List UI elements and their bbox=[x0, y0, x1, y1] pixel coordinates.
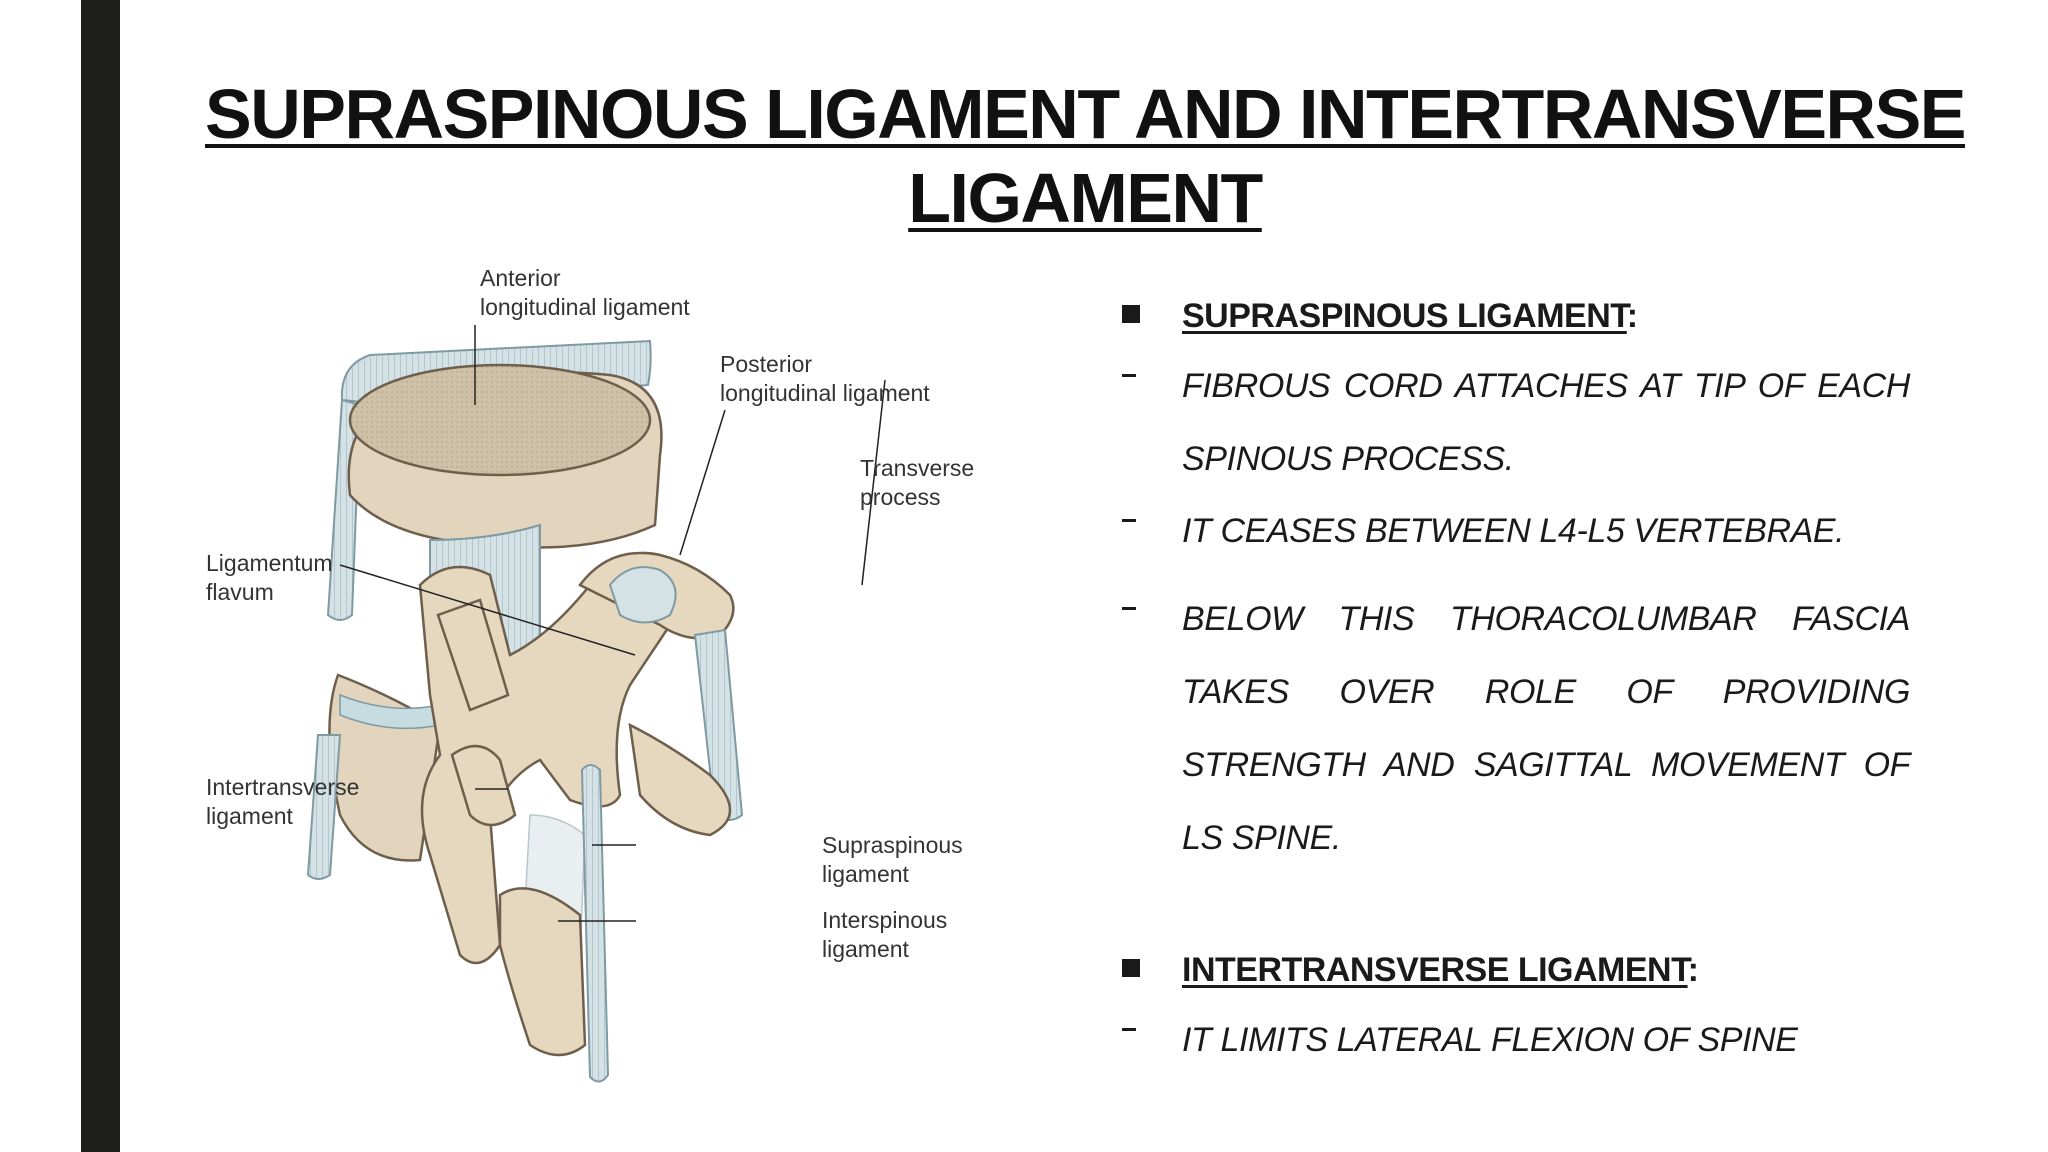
section-heading-intertransverse: INTERTRANSVERSE LIGAMENT: bbox=[1110, 944, 1910, 996]
list-item: FIBROUS CORD ATTACHES AT TIP OF EACH SPI… bbox=[1110, 350, 1910, 496]
leader-flavum bbox=[339, 564, 636, 656]
label-supraspinous-1: Supraspinous bbox=[822, 832, 963, 858]
heading-supraspinous: SUPRASPINOUS LIGAMENT bbox=[1182, 297, 1627, 335]
heading-colon: : bbox=[1687, 951, 1699, 989]
label-interspinous-2: ligament bbox=[822, 936, 910, 962]
spinous-process bbox=[498, 887, 587, 1057]
bullet-dash bbox=[1110, 583, 1182, 875]
list-item: IT LIMITS LATERAL FLEXION OF SPINE bbox=[1110, 1004, 1910, 1077]
heading-intertransverse: INTERTRANSVERSE LIGAMENT bbox=[1182, 951, 1688, 989]
leader-transverse bbox=[861, 379, 886, 586]
label-interspinous-1: Interspinous bbox=[822, 907, 947, 933]
label-intertransverse-1: Intertransverse bbox=[206, 774, 359, 800]
point-text: BELOW THIS THORACOLUMBAR FASCIA TAKES OV… bbox=[1182, 600, 1910, 857]
slide-title: SUPRASPINOUS LIGAMENT AND INTERTRANSVERS… bbox=[170, 72, 2000, 240]
label-anterior-2: longitudinal ligament bbox=[480, 294, 690, 320]
label-intertransverse-2: ligament bbox=[206, 803, 294, 829]
point-text: IT CEASES BETWEEN L4-L5 VERTEBRAE. bbox=[1182, 512, 1845, 550]
supraspinous-ligament-cord bbox=[580, 764, 610, 1083]
label-flavum-2: flavum bbox=[206, 579, 274, 605]
bullet-square bbox=[1110, 944, 1182, 996]
facet-joint bbox=[608, 566, 677, 624]
label-supraspinous-2: ligament bbox=[822, 861, 910, 887]
vertebral-endplate bbox=[348, 363, 652, 477]
spine-ligament-diagram: Anterior longitudinal ligament Posterior… bbox=[190, 255, 1070, 1115]
label-anterior-1: Anterior bbox=[480, 265, 561, 291]
heading-colon: : bbox=[1626, 297, 1638, 335]
list-item: BELOW THIS THORACOLUMBAR FASCIA TAKES OV… bbox=[1110, 583, 1910, 875]
intertransverse-ligament-left bbox=[306, 734, 342, 880]
section-heading-supraspinous: SUPRASPINOUS LIGAMENT: bbox=[1110, 290, 1910, 342]
bullet-dash bbox=[1110, 495, 1182, 568]
slide-title-line-1: SUPRASPINOUS LIGAMENT AND INTERTRANSVERS… bbox=[205, 75, 1966, 153]
label-flavum-1: Ligamentum bbox=[206, 550, 333, 576]
list-item: IT CEASES BETWEEN L4-L5 VERTEBRAE. bbox=[1110, 495, 1910, 568]
spine-illustration: Anterior longitudinal ligament Posterior… bbox=[206, 265, 974, 1083]
bullet-dash bbox=[1110, 1004, 1182, 1077]
label-posterior-1: Posterior bbox=[720, 351, 812, 377]
articular-process bbox=[450, 745, 517, 827]
label-transverse-1: Transverse bbox=[860, 455, 974, 481]
leader-posterior bbox=[679, 409, 726, 556]
transverse-process-lower bbox=[628, 722, 732, 837]
bullet-square bbox=[1110, 290, 1182, 342]
point-text: FIBROUS CORD ATTACHES AT TIP OF EACH SPI… bbox=[1182, 367, 1910, 478]
slide-title-line-2: LIGAMENT bbox=[908, 159, 1263, 237]
label-transverse-2: process bbox=[860, 484, 941, 510]
left-accent-bar bbox=[81, 0, 120, 1152]
label-posterior-2: longitudinal ligament bbox=[720, 380, 930, 406]
point-text: IT LIMITS LATERAL FLEXION OF SPINE bbox=[1182, 1021, 1798, 1059]
ligamentum-flavum-block bbox=[436, 598, 510, 712]
bullet-dash bbox=[1110, 350, 1182, 496]
